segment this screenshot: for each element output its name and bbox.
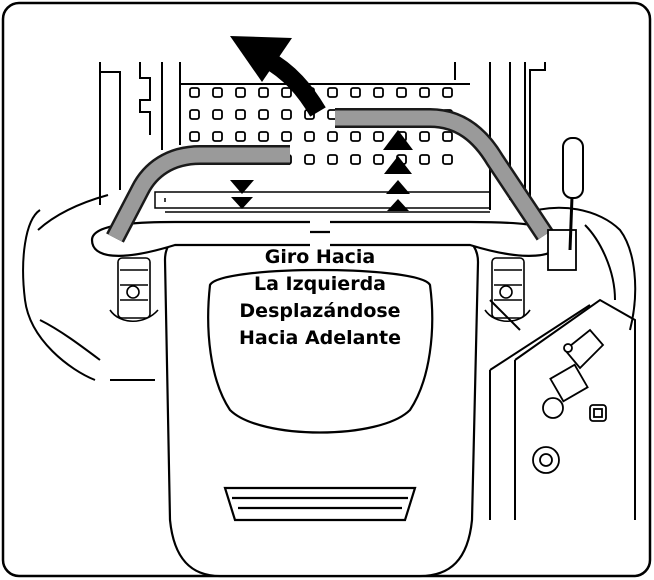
rear-frame: [99, 62, 546, 215]
grille-hole: [212, 131, 223, 142]
grille-hole: [189, 87, 200, 98]
seat-rail: [154, 191, 491, 213]
grille-hole: [442, 154, 453, 165]
grille-hole: [442, 131, 453, 142]
grille-hole: [258, 109, 269, 120]
reverse-arrows: [230, 180, 254, 209]
grille-hole: [281, 109, 292, 120]
grille-hole: [235, 87, 246, 98]
grille-hole: [419, 154, 430, 165]
triangle-down-icon: [231, 197, 253, 209]
instruction-caption: Giro Hacia La Izquierda Desplazándose Ha…: [205, 244, 435, 352]
grille-hole: [419, 87, 430, 98]
grille-hole: [442, 87, 453, 98]
seat: [163, 230, 480, 578]
caption-line-3: Desplazándose: [239, 300, 401, 322]
grille-hole: [373, 131, 384, 142]
grille-hole: [373, 154, 384, 165]
grille-hole: [327, 87, 338, 98]
triangle-up-icon: [387, 199, 409, 211]
grille-hole: [189, 109, 200, 120]
grille-hole: [258, 131, 269, 142]
grille-hole: [281, 131, 292, 142]
triangle-up-icon: [386, 180, 410, 194]
right-linkage: [484, 257, 531, 323]
left-fender: [22, 194, 155, 381]
grille-hole: [189, 131, 200, 142]
triangle-up-icon: [384, 156, 412, 174]
grille-hole: [396, 87, 407, 98]
grille-hole: [419, 131, 430, 142]
grille-hole: [350, 131, 361, 142]
grille-hole: [235, 109, 246, 120]
caption-line-4: Hacia Adelante: [239, 327, 401, 349]
throttle-lever: [547, 137, 584, 271]
grille-hole: [350, 154, 361, 165]
left-linkage: [109, 257, 159, 323]
console-controls: [532, 328, 607, 474]
grille-hole: [327, 154, 338, 165]
grille-hole: [258, 87, 269, 98]
left-lap-bar: [90, 145, 310, 257]
grille-hole: [235, 131, 246, 142]
right-console: [489, 206, 637, 520]
grille-hole: [304, 131, 315, 142]
triangle-up-icon: [383, 130, 413, 150]
grille-hole: [350, 87, 361, 98]
curved-arrow-up-left-icon: [230, 36, 326, 117]
grille-hole: [212, 109, 223, 120]
caption-line-1: Giro Hacia: [264, 246, 376, 268]
grille-hole: [373, 87, 384, 98]
right-lap-bar: [330, 108, 562, 257]
grille-hole: [281, 87, 292, 98]
grille-hole: [327, 131, 338, 142]
triangle-down-icon: [230, 180, 254, 194]
forward-arrows: [383, 130, 413, 211]
grille-hole: [212, 87, 223, 98]
caption-line-2: La Izquierda: [254, 273, 386, 295]
grille-hole: [304, 154, 315, 165]
